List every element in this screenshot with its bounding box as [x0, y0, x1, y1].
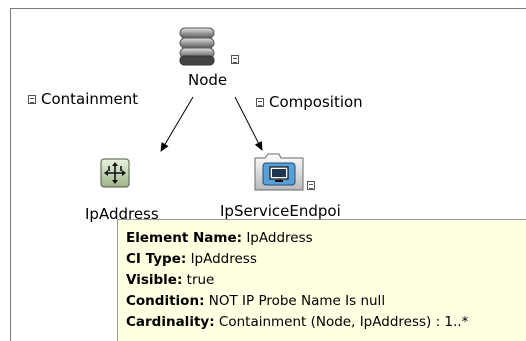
element-tooltip: Element Name: IpAddress CI Type: IpAddre…	[117, 219, 526, 341]
folder-monitor-icon	[254, 153, 304, 191]
tooltip-key: Element Name	[126, 230, 237, 246]
ip-network-icon	[100, 158, 130, 188]
tooltip-value: IpAddress	[246, 230, 313, 246]
mini-properties-icon	[231, 55, 239, 64]
mini-properties-icon	[28, 94, 36, 104]
mini-properties-icon	[256, 97, 264, 107]
server-stack-icon	[179, 27, 215, 66]
tooltip-value: NOT IP Probe Name Is null	[208, 293, 386, 309]
containment-label-text: Containment	[41, 90, 139, 108]
tooltip-ci-type-row: CI Type: IpAddress	[126, 251, 257, 267]
composition-label[interactable]: Composition	[256, 93, 363, 111]
ip-address-label: IpAddress	[85, 205, 159, 223]
node-label: Node	[188, 71, 228, 89]
tooltip-value: Containment (Node, IpAddress) : 1..*	[218, 314, 469, 330]
tooltip-value: IpAddress	[190, 251, 257, 267]
ip-service-endpoint-element[interactable]: IpServiceEndpoi	[220, 152, 370, 220]
containment-edge[interactable]	[160, 96, 194, 152]
tooltip-condition-row: Condition: NOT IP Probe Name Is null	[126, 293, 386, 309]
tooltip-visible-row: Visible: true	[126, 272, 215, 288]
ip-address-element[interactable]: IpAddress	[85, 158, 185, 223]
tooltip-key: Condition	[126, 293, 200, 309]
tooltip-value: true	[186, 272, 215, 288]
tooltip-key: Cardinality	[126, 314, 210, 330]
tooltip-key: Visible	[126, 272, 177, 288]
ip-service-endpoint-label: IpServiceEndpoi	[220, 202, 341, 220]
composition-label-text: Composition	[269, 93, 363, 111]
composition-edge[interactable]	[234, 96, 263, 151]
node-element[interactable]: Node	[178, 26, 239, 98]
tooltip-element-name-row: Element Name: IpAddress	[126, 230, 313, 246]
tooltip-key: CI Type	[126, 251, 181, 267]
tooltip-cardinality-row: Cardinality: Containment (Node, IpAddres…	[126, 314, 469, 330]
containment-label[interactable]: Containment	[28, 90, 138, 108]
mini-properties-icon	[307, 181, 315, 190]
